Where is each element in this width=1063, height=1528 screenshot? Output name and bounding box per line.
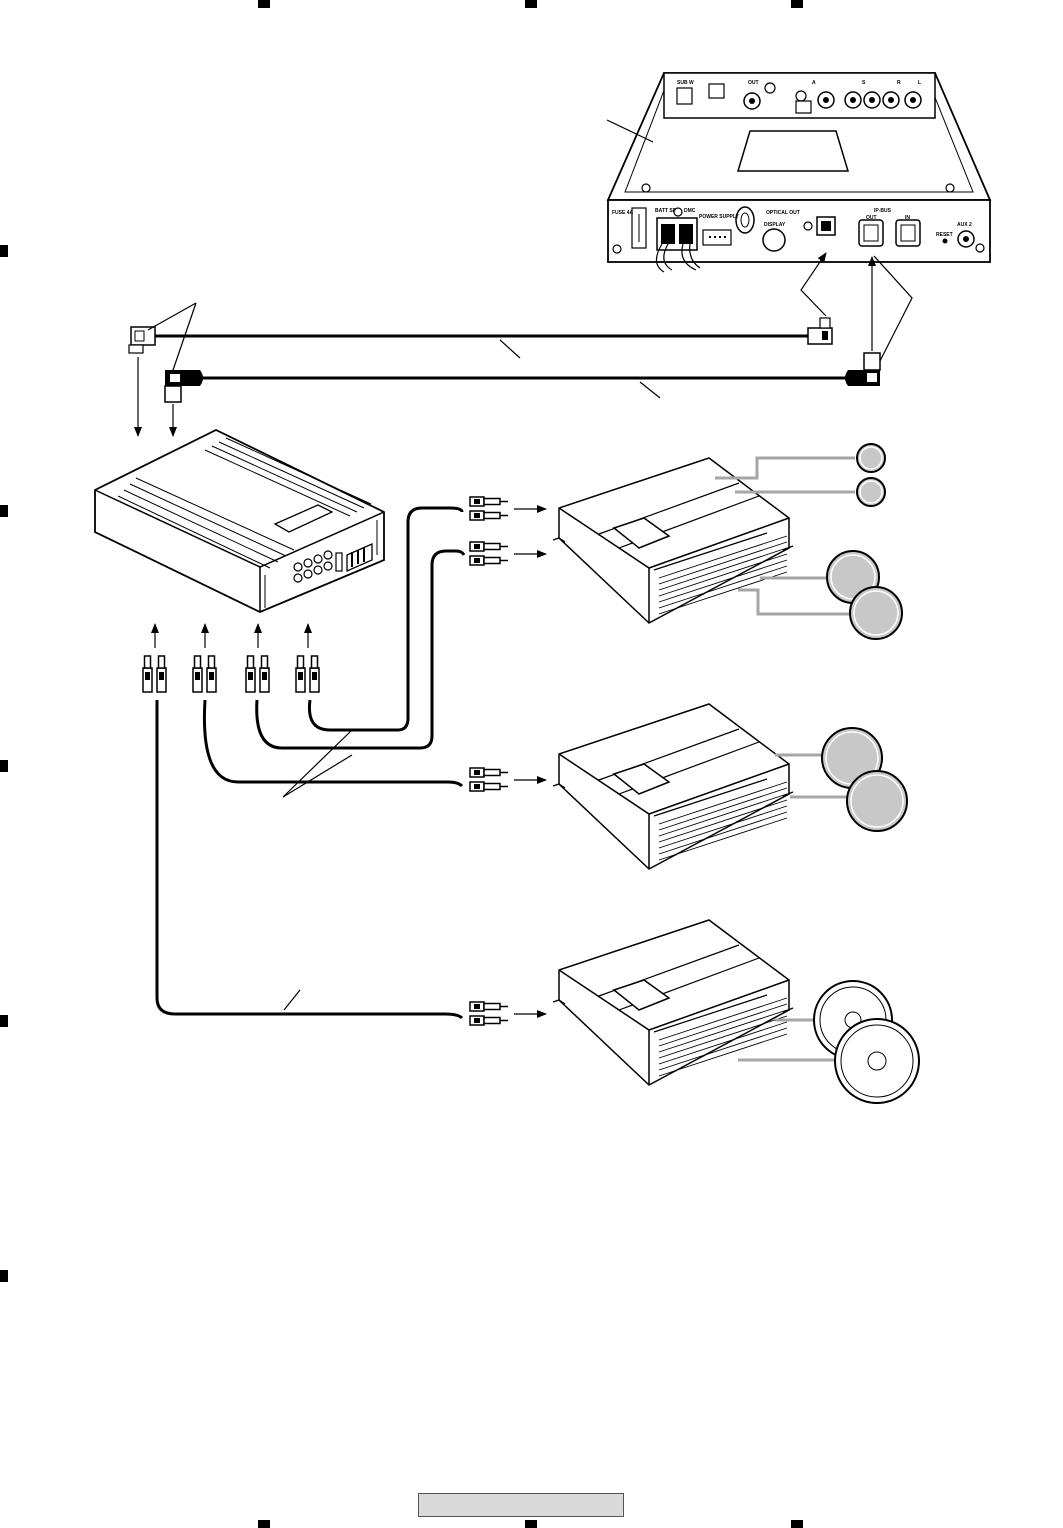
- rear-label-ipbus: IP-BUS: [874, 208, 892, 214]
- top-label-2: A: [812, 80, 816, 86]
- registration-marks: [0, 0, 803, 1528]
- rca-plug-icon: [142, 655, 320, 693]
- speaker-icon: [846, 770, 908, 832]
- top-label-1: OUT: [748, 80, 759, 86]
- leader-line-unit: [606, 119, 654, 143]
- rear-label-reset: RESET: [936, 232, 953, 238]
- arrow-icon: [151, 623, 312, 648]
- rear-label-batt: BATT SP: [655, 208, 677, 214]
- leader-line-rca: [282, 729, 353, 798]
- rear-label-in: IN: [905, 215, 910, 221]
- speaker-icon: [856, 477, 886, 507]
- connector-icon: [845, 352, 881, 386]
- connector-icon: [807, 317, 833, 345]
- page-footer-box: [418, 1493, 624, 1517]
- top-label-4: R: [897, 80, 901, 86]
- rear-label-power: POWER SUPPLY: [699, 214, 739, 220]
- speaker-icon: [849, 586, 903, 640]
- speaker-icon: [834, 1018, 920, 1104]
- head-unit: SUB W OUT A S R L FUSE 4A BATT SP DMC PO…: [606, 72, 992, 273]
- top-label-0: SUB W: [677, 80, 694, 86]
- leader-line-sub: [283, 989, 301, 1011]
- arrow-icon: [514, 505, 547, 1018]
- connector-icon: [128, 326, 156, 354]
- top-label-3: S: [862, 80, 866, 86]
- rear-label-fuse: FUSE 4A: [612, 210, 634, 216]
- ip-bus-cables: [128, 252, 913, 437]
- rca-cables: [155, 506, 466, 1020]
- speaker-icon: [856, 443, 886, 473]
- rear-label-aux: AUX 2: [957, 222, 972, 228]
- connector-icon: [164, 370, 203, 403]
- processor-unit: [94, 428, 385, 613]
- rear-label-display: DISPLAY: [764, 222, 786, 228]
- amplifier-icon: [552, 703, 794, 870]
- rear-label-out: OUT: [866, 215, 877, 221]
- top-label-5: L: [918, 80, 921, 86]
- speaker-wires: [715, 456, 855, 1062]
- rear-label-optical: OPTICAL OUT: [766, 210, 800, 216]
- rca-plug-icon: [469, 496, 509, 1026]
- rear-label-dmc: DMC: [684, 208, 696, 214]
